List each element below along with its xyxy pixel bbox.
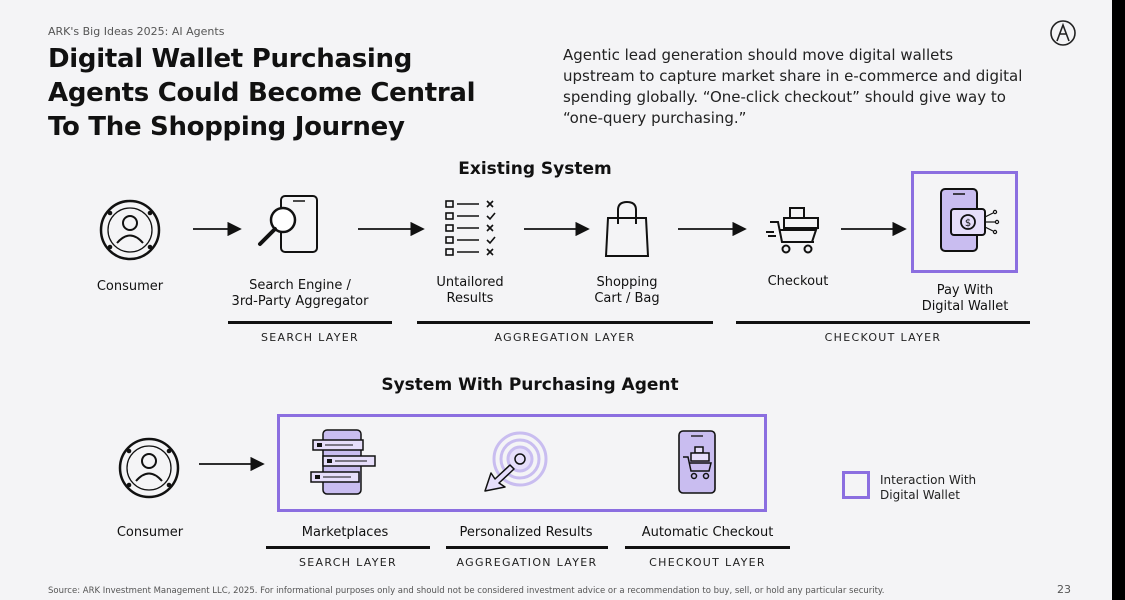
shopping-cart-label: Shopping Cart / Bag bbox=[572, 275, 682, 307]
intro-line-3: spending globally. “One-click checkout” … bbox=[563, 88, 1006, 106]
source-note: Source: ARK Investment Management LLC, 2… bbox=[48, 586, 885, 596]
agent-interaction-box bbox=[277, 414, 767, 512]
untailored-line-1: Untailored bbox=[436, 275, 504, 290]
untailored-results-label: Untailored Results bbox=[410, 275, 530, 307]
checklist-icon bbox=[445, 200, 496, 256]
consumer-icon-agent bbox=[118, 437, 180, 499]
intro-line-4: “one-query purchasing.” bbox=[563, 109, 747, 127]
agent-checkout-layer-label: CHECKOUT LAYER bbox=[649, 556, 766, 569]
agent-aggregation-layer-label: AGGREGATION LAYER bbox=[456, 556, 598, 569]
marketplaces-icon bbox=[310, 429, 376, 495]
checkout-phone-icon bbox=[678, 430, 716, 494]
svg-text:$: $ bbox=[965, 218, 971, 229]
title-line-3: To The Shopping Journey bbox=[48, 112, 405, 142]
legend-swatch bbox=[842, 471, 870, 499]
wallet-interaction-box bbox=[911, 171, 1018, 273]
pay-wallet-label: Pay With Digital Wallet bbox=[905, 283, 1025, 315]
title-line-2: Agents Could Become Central bbox=[48, 78, 476, 108]
page-number: 23 bbox=[1057, 583, 1071, 596]
ark-logo-icon bbox=[1050, 20, 1076, 46]
automatic-checkout-label: Automatic Checkout bbox=[641, 525, 774, 540]
intro-line-2: upstream to capture market share in e-co… bbox=[563, 67, 1023, 85]
intro-line-1: Agentic lead generation should move digi… bbox=[563, 46, 954, 64]
agent-search-layer-bar bbox=[266, 546, 430, 549]
existing-system-title: Existing System bbox=[458, 159, 612, 179]
search-phone-icon bbox=[258, 195, 318, 253]
search-engine-line-2: 3rd-Party Aggregator bbox=[231, 294, 369, 309]
checkout-label: Checkout bbox=[767, 274, 829, 289]
aggregation-layer-bar bbox=[417, 321, 713, 324]
agent-search-layer-label: SEARCH LAYER bbox=[299, 556, 397, 569]
shopping-bag-icon bbox=[604, 200, 650, 257]
legend-line-2: Digital Wallet bbox=[880, 488, 960, 502]
target-icon bbox=[484, 431, 548, 492]
personalized-results-label: Personalized Results bbox=[459, 525, 593, 540]
aggregation-layer-label: AGGREGATION LAYER bbox=[494, 331, 636, 344]
checkout-layer-label: CHECKOUT LAYER bbox=[824, 331, 942, 344]
cart-line-1: Shopping bbox=[596, 275, 658, 290]
legend-text: Interaction With Digital Wallet bbox=[880, 473, 976, 503]
untailored-line-2: Results bbox=[446, 291, 494, 306]
intro-text: Agentic lead generation should move digi… bbox=[563, 45, 1043, 129]
legend-line-1: Interaction With bbox=[880, 473, 977, 487]
search-layer-bar bbox=[228, 321, 392, 324]
cart-line-2: Cart / Bag bbox=[594, 291, 660, 306]
consumer-label: Consumer bbox=[96, 279, 164, 294]
agent-system-title: System With Purchasing Agent bbox=[381, 375, 679, 395]
page-title: Digital Wallet Purchasing Agents Could B… bbox=[48, 42, 476, 144]
consumer-icon bbox=[99, 199, 161, 261]
search-engine-line-1: Search Engine / bbox=[249, 278, 351, 293]
search-layer-label: SEARCH LAYER bbox=[261, 331, 359, 344]
kicker: ARK's Big Ideas 2025: AI Agents bbox=[48, 25, 225, 38]
pay-line-1: Pay With bbox=[936, 283, 994, 298]
pay-line-2: Digital Wallet bbox=[921, 299, 1009, 314]
cart-icon bbox=[766, 207, 819, 254]
agent-consumer-label: Consumer bbox=[116, 525, 184, 540]
agent-aggregation-layer-bar bbox=[446, 546, 608, 549]
title-line-1: Digital Wallet Purchasing bbox=[48, 44, 413, 74]
wallet-phone-icon: $ bbox=[940, 188, 1000, 252]
checkout-layer-bar bbox=[736, 321, 1030, 324]
marketplaces-label: Marketplaces bbox=[301, 525, 389, 540]
agent-checkout-layer-bar bbox=[625, 546, 790, 549]
search-engine-label: Search Engine / 3rd-Party Aggregator bbox=[220, 278, 380, 310]
